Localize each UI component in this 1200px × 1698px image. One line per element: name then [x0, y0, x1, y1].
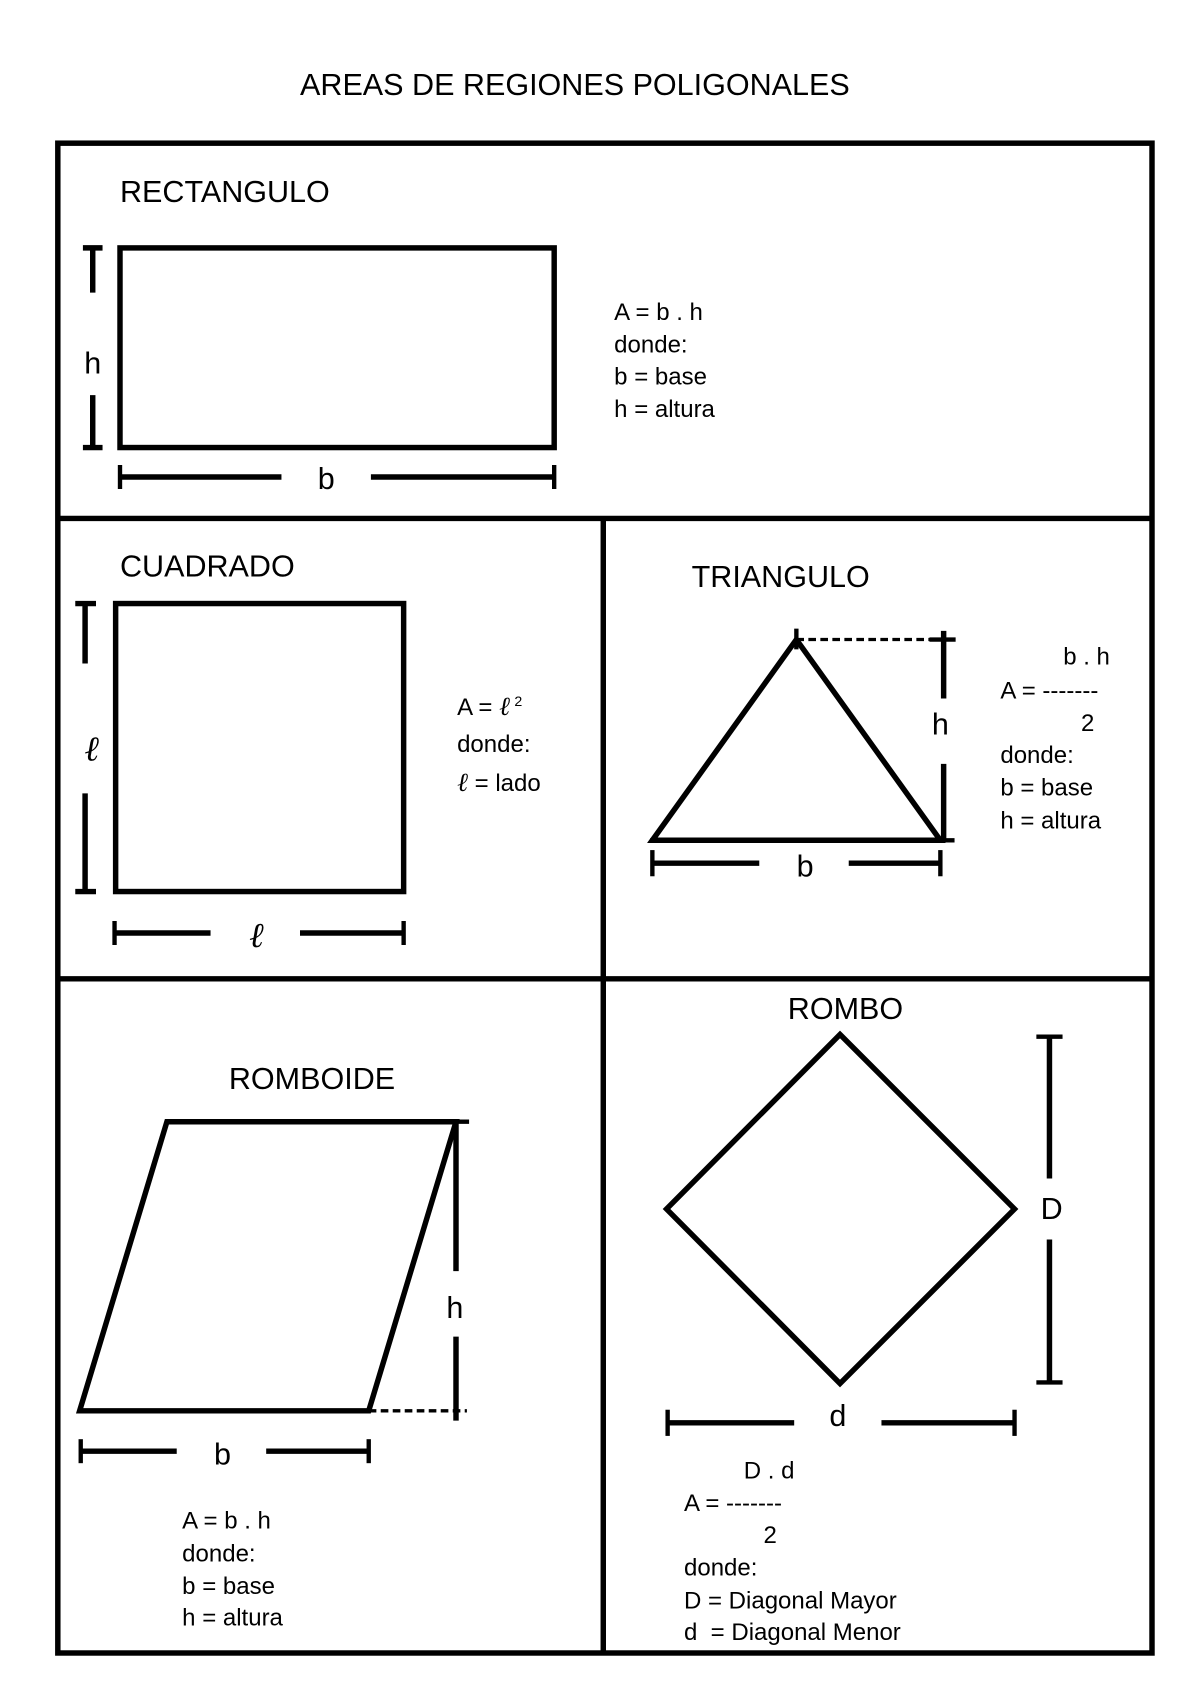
minor-diagonal-dimension — [665, 1409, 1017, 1436]
height-dimension — [441, 1119, 470, 1421]
formula-line: donde: — [614, 332, 687, 359]
section-title: RECTANGULO — [120, 175, 330, 209]
height-dimension — [82, 245, 103, 451]
height-label: h — [446, 1291, 463, 1325]
formula-line: donde: — [684, 1555, 757, 1582]
formula: D . d A = ------- 2 donde: D = Diagonal … — [684, 1457, 901, 1645]
section-triangulo: TRIANGULO h b b . h A = ------- 2 donde:… — [647, 560, 1110, 883]
formula-line: d = Diagonal Menor — [684, 1619, 901, 1646]
parallelogram-shape — [75, 1119, 460, 1414]
formula-line: donde: — [457, 731, 530, 758]
side-label: ℓ — [84, 730, 99, 770]
base-dimension — [78, 1439, 371, 1464]
formula: A = b . h donde: b = base h = altura — [182, 1508, 283, 1632]
base-label: b — [318, 462, 335, 496]
triangle-shape — [647, 634, 946, 843]
formula-line: donde: — [182, 1540, 255, 1567]
formula-line: A = b . h — [182, 1508, 271, 1535]
major-diagonal-dimension — [1036, 1034, 1063, 1385]
side-dimension-vertical — [75, 600, 96, 895]
formula-numerator: b . h — [1063, 644, 1110, 671]
formula-line: D = Diagonal Mayor — [684, 1587, 897, 1614]
height-label: h — [84, 346, 101, 380]
formula: b . h A = ------- 2 donde: b = base h = … — [1000, 644, 1110, 835]
formula-line: A = ------- — [1000, 677, 1098, 704]
section-title: TRIANGULO — [692, 560, 870, 594]
rectangle-shape — [117, 245, 557, 451]
formula-line: donde: — [1000, 742, 1073, 769]
page-title: AREAS DE REGIONES POLIGONALES — [300, 68, 850, 102]
formula-line: b = base — [1000, 775, 1093, 802]
formula-line: A = b . h — [614, 299, 703, 326]
height-label: h — [932, 707, 949, 741]
base-dimension — [117, 464, 557, 489]
frame — [55, 140, 1155, 1656]
major-diagonal-label: D — [1041, 1192, 1063, 1226]
base-dimension — [650, 850, 943, 877]
section-romboide: ROMBOIDE h b A = b . h donde: b = base h… — [75, 1062, 470, 1632]
section-title: ROMBOIDE — [229, 1062, 395, 1096]
base-label: b — [797, 849, 814, 883]
rhombus-shape — [662, 1030, 1019, 1388]
formula-denominator: 2 — [1081, 710, 1094, 737]
formula: A = b . h donde: b = base h = altura — [614, 299, 715, 423]
formula-denominator: 2 — [764, 1522, 777, 1549]
height-dimension — [929, 630, 956, 841]
formula-line: b = base — [614, 363, 707, 390]
section-title: ROMBO — [788, 992, 903, 1026]
square-shape — [112, 600, 407, 895]
formula-numerator: D . d — [744, 1457, 795, 1484]
formula-line: A = ------- — [684, 1490, 782, 1517]
side-dimension-horizontal — [112, 920, 406, 945]
side-label: ℓ — [249, 916, 264, 956]
section-title: CUADRADO — [120, 549, 295, 583]
formula-line: b = base — [182, 1573, 275, 1600]
minor-diagonal-label: d — [829, 1399, 846, 1433]
formula-line: h = altura — [614, 396, 715, 423]
section-rombo: ROMBO D d D . d A = ------- 2 donde: D =… — [662, 992, 1063, 1646]
formula-line: h = altura — [1000, 807, 1101, 834]
base-label: b — [214, 1437, 231, 1471]
section-rectangulo: RECTANGULO h b A = b . h donde: b = base… — [82, 175, 716, 496]
formula-line: h = altura — [182, 1605, 283, 1632]
formula-line: ℓ = lado — [457, 768, 541, 798]
